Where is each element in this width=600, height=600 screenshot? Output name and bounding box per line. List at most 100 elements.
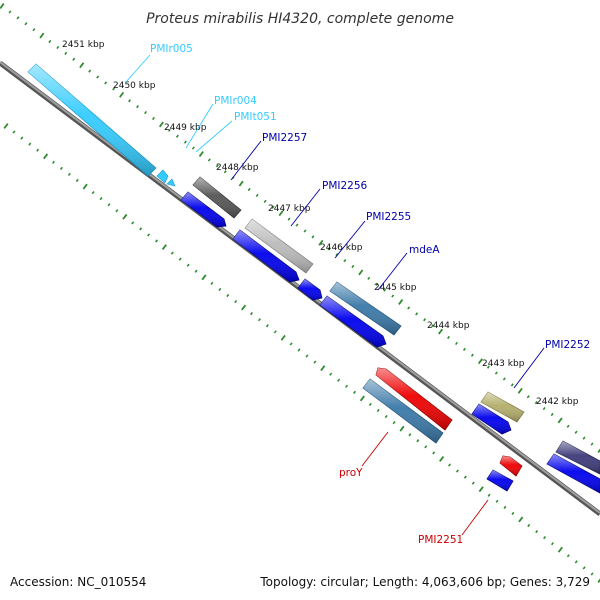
kbp-minor-tick xyxy=(416,439,420,443)
kbp-minor-tick xyxy=(72,57,76,61)
kbp-minor-tick xyxy=(59,166,63,170)
kbp-minor-tick xyxy=(175,134,179,138)
kbp-minor-tick xyxy=(535,529,539,534)
kbp-minor-tick xyxy=(408,433,412,437)
kbp-minor-tick xyxy=(128,99,132,103)
kbp-minor-tick xyxy=(486,365,490,369)
kbp-label-2442: 2442 kbp xyxy=(536,397,579,407)
kbp-major-tick xyxy=(517,387,523,394)
kbp-minor-tick xyxy=(75,178,79,183)
kbp-major-tick xyxy=(3,123,9,129)
gene-label-pmit051[interactable]: PMIt051 xyxy=(234,111,277,123)
kbp-minor-tick xyxy=(448,463,452,467)
kbp-minor-tick xyxy=(20,136,24,140)
kbp-label-2444: 2444 kbp xyxy=(427,321,470,331)
kbp-minor-tick xyxy=(167,128,171,132)
kbp-major-tick xyxy=(518,516,524,523)
kbp-minor-tick xyxy=(352,390,356,394)
kbp-minor-tick xyxy=(289,342,293,346)
kbp-minor-tick xyxy=(463,475,467,479)
label-leaders xyxy=(125,54,545,536)
kbp-major-tick xyxy=(597,448,600,453)
kbp-minor-tick xyxy=(367,276,371,280)
gene-label-pmi2255[interactable]: PMI2255 xyxy=(366,211,411,223)
kbp-major-tick xyxy=(477,358,483,365)
kbp-minor-tick xyxy=(147,233,151,237)
kbp-minor-tick xyxy=(391,294,395,298)
kbp-minor-tick xyxy=(226,293,230,298)
kbp-major-tick xyxy=(478,486,484,493)
kbp-minor-tick xyxy=(295,223,299,227)
kbp-minor-tick xyxy=(407,306,411,310)
kbp-minor-tick xyxy=(139,227,143,231)
kbp-minor-tick xyxy=(542,406,546,411)
kbp-minor-tick xyxy=(424,445,428,449)
kbp-minor-tick xyxy=(265,324,269,328)
kbp-major-tick xyxy=(280,334,286,341)
feature-pmit051[interactable] xyxy=(166,178,176,187)
kbp-label-2443: 2443 kbp xyxy=(482,359,525,369)
kbp-minor-tick xyxy=(566,554,570,558)
kbp-minor-tick xyxy=(52,160,56,164)
kbp-minor-tick xyxy=(210,281,214,285)
kbp-minor-tick xyxy=(431,324,435,328)
kbp-minor-tick xyxy=(351,264,355,269)
kbp-label-2449: 2449 kbp xyxy=(164,123,207,133)
kbp-minor-tick xyxy=(183,140,187,144)
gene-label-pmi2252[interactable]: PMI2252 xyxy=(545,339,590,351)
kbp-major-tick xyxy=(79,62,85,69)
kbp-major-tick xyxy=(438,328,444,335)
kbp-minor-tick xyxy=(287,217,291,221)
gene-label-proy[interactable]: proY xyxy=(339,467,363,479)
kbp-minor-tick xyxy=(271,205,275,209)
kbp-minor-tick xyxy=(313,360,317,364)
kbp-minor-tick xyxy=(96,75,100,79)
kbp-label-2446: 2446 kbp xyxy=(320,243,363,253)
kbp-minor-tick xyxy=(392,421,396,425)
kbp-major-tick xyxy=(82,183,88,190)
kbp-major-tick xyxy=(359,395,365,402)
kbp-major-tick xyxy=(201,274,207,281)
kbp-minor-tick xyxy=(131,221,135,225)
gene-label-pmi2257[interactable]: PMI2257 xyxy=(262,132,307,144)
kbp-minor-tick xyxy=(368,402,372,407)
kbp-major-tick xyxy=(122,213,128,220)
kbp-minor-tick xyxy=(48,39,52,44)
kbp-minor-tick xyxy=(384,414,388,419)
kbp-minor-tick xyxy=(375,282,379,286)
kbp-minor-tick xyxy=(191,146,195,150)
kbp-label-2448: 2448 kbp xyxy=(216,163,259,173)
kbp-minor-tick xyxy=(99,197,103,201)
kbp-minor-tick xyxy=(154,239,158,243)
gene-label-pmi2256[interactable]: PMI2256 xyxy=(322,180,368,192)
gene-label-pmi2251[interactable]: PMI2251 xyxy=(418,534,463,546)
kbp-major-tick xyxy=(238,180,244,187)
kbp-minor-tick xyxy=(247,187,251,192)
kbp-minor-tick xyxy=(590,572,594,576)
kbp-major-tick xyxy=(358,269,364,276)
kbp-minor-tick xyxy=(471,481,475,485)
gene-label-pmir004[interactable]: PMIr004 xyxy=(214,95,257,107)
kbp-minor-tick xyxy=(234,299,238,304)
gene-label-mdea[interactable]: mdeA xyxy=(409,244,440,256)
gene-label-pmir005[interactable]: PMIr005 xyxy=(150,43,193,55)
kbp-minor-tick xyxy=(91,190,95,195)
kbp-minor-tick xyxy=(24,22,28,26)
kbp-minor-tick xyxy=(494,371,498,375)
feature-pmir004[interactable] xyxy=(156,169,169,184)
kbp-minor-tick xyxy=(136,105,140,109)
kbp-minor-tick xyxy=(303,229,307,233)
kbp-minor-tick xyxy=(257,318,261,322)
kbp-minor-tick xyxy=(32,28,36,32)
kbp-tick-labels: 2451 kbp 2450 kbp 2449 kbp 2448 kbp 2447… xyxy=(62,40,579,407)
kbp-minor-tick xyxy=(273,330,277,334)
kbp-major-tick xyxy=(0,3,5,9)
kbp-minor-tick xyxy=(503,505,507,509)
kbp-minor-tick xyxy=(582,566,586,570)
kbp-major-tick xyxy=(119,91,125,98)
kbp-minor-tick xyxy=(550,412,554,417)
kbp-major-tick xyxy=(399,425,405,432)
kbp-major-tick xyxy=(557,417,563,424)
kbp-minor-tick xyxy=(462,347,466,351)
